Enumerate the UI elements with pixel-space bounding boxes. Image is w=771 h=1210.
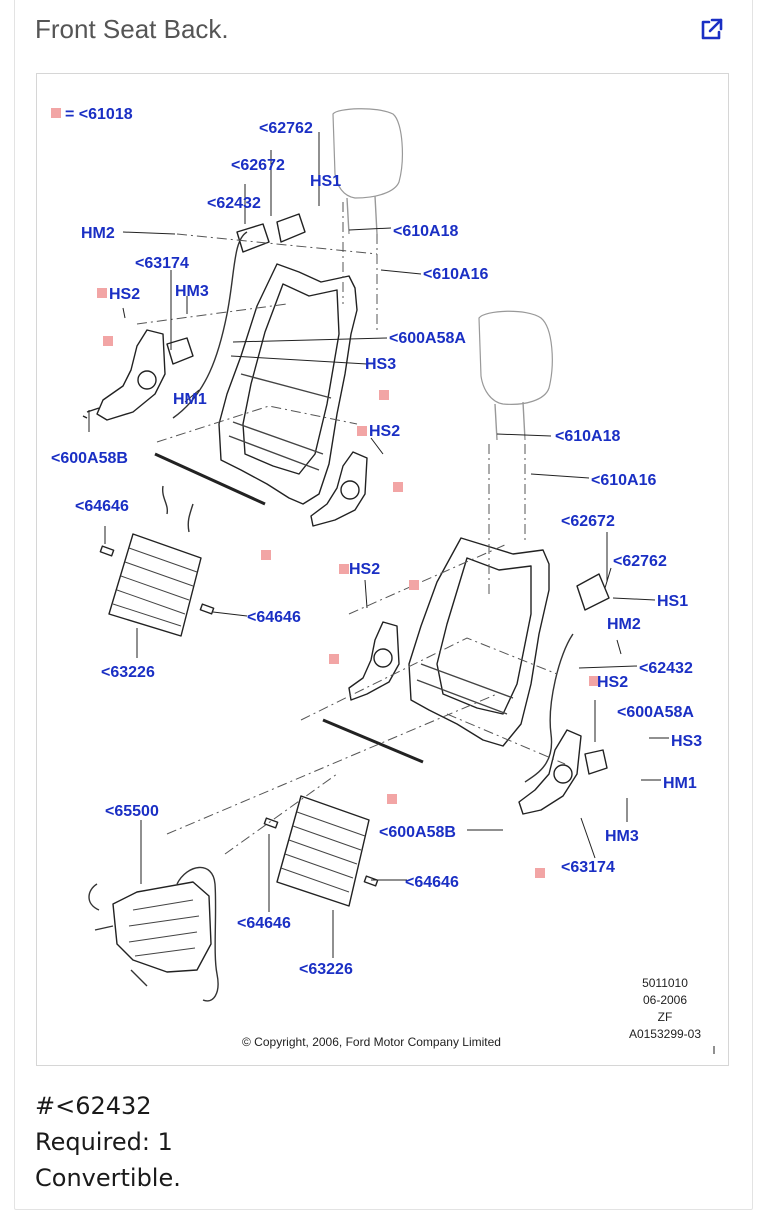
callout-leaders [88, 132, 669, 958]
upper-seat-frame [218, 263, 358, 505]
callout-label: <64646 [237, 915, 291, 932]
assembly-lines [136, 202, 566, 855]
required-quantity: Required: 1 [35, 1128, 173, 1156]
marker [97, 288, 107, 298]
diagram-canvas: = <61018 <62762 <62672 HS1 <62432 HM2 <6… [51, 106, 715, 1054]
ref-line: A0153299-03 [629, 1027, 701, 1041]
callout-label: HS2 [597, 674, 628, 691]
callout-label: <62672 [561, 513, 615, 530]
part-number: #<62432 [35, 1092, 152, 1120]
callout-label: <62432 [207, 195, 261, 212]
callout-label: HM2 [81, 225, 115, 242]
callout-labels: <62762 <62672 HS1 <62432 HM2 <610A18 <61… [51, 120, 702, 978]
callout-label: <65500 [105, 803, 159, 820]
callout-label: HS3 [671, 733, 702, 750]
callout-label: <63174 [561, 859, 615, 876]
lower-seat-frame [408, 537, 550, 747]
upper-left-recliner [96, 329, 166, 421]
lower-seat-drawing [88, 310, 610, 1002]
callout-label: <600A58A [617, 704, 694, 721]
callout-label: <600A58B [379, 824, 456, 841]
callout-label: <64646 [75, 498, 129, 515]
upper-lumbar-mat [108, 533, 202, 637]
marker [261, 550, 271, 560]
callout-label: <64646 [247, 609, 301, 626]
exploded-parts-diagram: = <61018 <62762 <62672 HS1 <62432 HM2 <6… [36, 73, 729, 1066]
marker [379, 390, 389, 400]
callout-label: <63174 [135, 255, 189, 272]
callout-label: <62432 [639, 660, 693, 677]
callout-label: <600A58A [389, 330, 466, 347]
callout-label: <63226 [101, 664, 155, 681]
lower-headrest [478, 310, 553, 405]
legend-marker [51, 108, 61, 118]
marker [329, 654, 339, 664]
callout-label: <610A18 [393, 223, 458, 240]
callout-label: HM3 [605, 828, 639, 845]
callout-label: HM2 [607, 616, 641, 633]
callout-label: <610A16 [591, 472, 656, 489]
callout-label: <64646 [405, 874, 459, 891]
legend-markers [51, 108, 599, 878]
upper-headrest [332, 108, 403, 199]
callout-label: <600A58B [51, 450, 128, 467]
marker [535, 868, 545, 878]
lumbar-motor-assembly [112, 881, 212, 973]
callout-label: <610A16 [423, 266, 488, 283]
marker [409, 580, 419, 590]
callout-label: HM1 [663, 775, 697, 792]
ref-line: 5011010 [642, 976, 688, 990]
callout-label: HS1 [310, 173, 341, 190]
callout-label: HS2 [349, 561, 380, 578]
marker [339, 564, 349, 574]
lower-left-recliner [348, 621, 400, 701]
marker [357, 426, 367, 436]
marker [103, 336, 113, 346]
upper-right-recliner [310, 451, 368, 527]
lower-lumbar-mat [276, 795, 370, 907]
part-note: Convertible. [35, 1164, 181, 1192]
callout-label: <610A18 [555, 428, 620, 445]
page-title: Front Seat Back. [35, 14, 229, 44]
callout-label: <63226 [299, 961, 353, 978]
ref-line: ZF [658, 1010, 673, 1024]
marker [589, 676, 599, 686]
callout-label: HM1 [173, 391, 207, 408]
reference-block: 5011010 06-2006 ZF A0153299-03 [629, 976, 701, 1041]
legend-text: = <61018 [65, 106, 133, 123]
callout-label: HM3 [175, 283, 209, 300]
callout-label: HS2 [369, 423, 400, 440]
lower-right-recliner [518, 729, 582, 815]
external-link-icon[interactable] [698, 17, 724, 43]
callout-label: HS1 [657, 593, 688, 610]
callout-label: <62762 [259, 120, 313, 137]
callout-label: <62762 [613, 553, 667, 570]
upper-seat-drawing [82, 108, 403, 637]
ref-line: 06-2006 [643, 993, 687, 1007]
callout-label: HS2 [109, 286, 140, 303]
copyright-text: © Copyright, 2006, Ford Motor Company Li… [242, 1035, 501, 1049]
callout-label: <62672 [231, 157, 285, 174]
callout-label: HS3 [365, 356, 396, 373]
marker [393, 482, 403, 492]
marker [387, 794, 397, 804]
